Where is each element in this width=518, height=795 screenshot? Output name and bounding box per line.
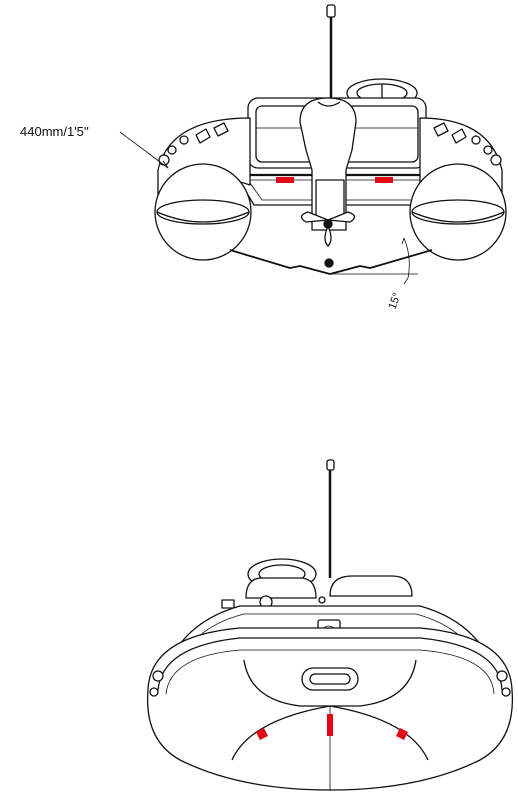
bow-handle bbox=[301, 667, 359, 691]
red-keel-strip bbox=[327, 714, 333, 736]
angle-annotation bbox=[330, 237, 418, 285]
angle-label: 15° bbox=[387, 291, 404, 311]
dimension-label: 440mm/1'5'' bbox=[20, 124, 89, 139]
propeller bbox=[300, 211, 356, 247]
console-bow bbox=[221, 575, 413, 609]
hull-bottom bbox=[229, 249, 433, 275]
antenna-bow bbox=[326, 459, 335, 578]
hull-underside bbox=[231, 659, 429, 790]
red-marker-right bbox=[375, 177, 393, 183]
red-marker-left bbox=[276, 177, 294, 183]
right-tube bbox=[409, 117, 507, 261]
outboard-motor bbox=[299, 97, 357, 247]
red-marker-port bbox=[256, 728, 268, 740]
bow-view bbox=[146, 459, 514, 791]
dimension-leader bbox=[119, 131, 169, 169]
red-marker-starboard bbox=[396, 728, 408, 740]
left-tube bbox=[154, 117, 252, 261]
antenna bbox=[326, 4, 336, 100]
stern-view: 15° 440mm/1'5'' bbox=[20, 4, 507, 311]
